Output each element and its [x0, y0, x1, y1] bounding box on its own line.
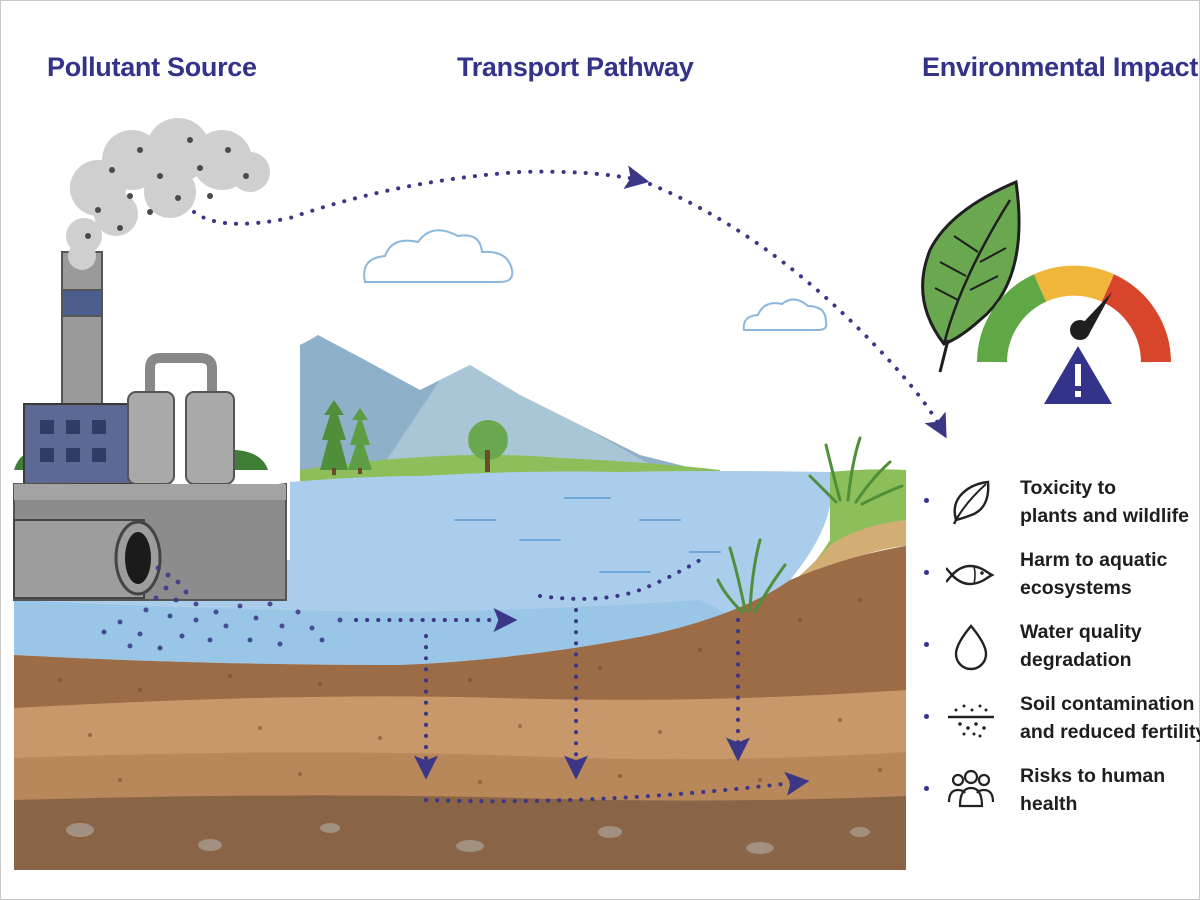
groundwater-arrow — [424, 771, 810, 804]
air-deposition-arrow — [648, 182, 947, 439]
warning-icon — [1044, 346, 1112, 404]
cloud-small — [742, 298, 828, 331]
impact-line-1: Harm to aquatic — [1020, 549, 1168, 571]
smoke-cloud — [66, 118, 270, 270]
impact-line-1: Water quality — [1020, 621, 1142, 643]
leaf-illustration — [921, 179, 1021, 373]
heading-environmental-impact: Environmental Impact — [922, 52, 1199, 82]
trees — [320, 400, 508, 478]
impact-line-1: Soil contamination — [1020, 693, 1195, 715]
fish-icon — [946, 564, 995, 586]
mountains — [300, 335, 700, 470]
impact-bullet — [924, 642, 929, 647]
impact-line-2: plants and wildlife — [1020, 505, 1190, 527]
people-icon — [947, 769, 995, 808]
impact-line-2: health — [1020, 793, 1078, 815]
soil-layers — [14, 546, 906, 870]
heading-transport-pathway: Transport Pathway — [457, 52, 694, 82]
soil-particles-icon — [948, 704, 994, 738]
impact-bullet — [924, 714, 929, 719]
impact-gauge — [977, 265, 1171, 363]
impact-item-water-quality: Water quality degradation — [1020, 618, 1142, 674]
impact-item-soil: Soil contamination and reduced fertility — [1020, 690, 1200, 746]
impact-line-2: and reduced fertility — [1020, 721, 1200, 743]
impact-bullet — [924, 498, 929, 503]
impact-item-human-health: Risks to human health — [1020, 762, 1165, 818]
reeds — [716, 436, 904, 614]
factory — [13, 251, 287, 601]
impact-line-2: ecosystems — [1020, 577, 1132, 599]
right-riverbank — [740, 469, 906, 620]
impact-item-aquatic: Harm to aquatic ecosystems — [1020, 546, 1167, 602]
impact-bullet — [924, 786, 929, 791]
transport-arrows — [192, 165, 947, 804]
effluent-plume — [101, 565, 343, 651]
impact-line-1: Toxicity to — [1020, 477, 1117, 499]
impact-line-2: degradation — [1020, 649, 1132, 671]
upstream-water-arrow — [538, 558, 702, 601]
leaf-icon — [952, 480, 990, 525]
impact-item-toxicity: Toxicity to plants and wildlife — [1020, 474, 1189, 530]
impact-bullet — [924, 570, 929, 575]
cloud-large — [363, 229, 514, 283]
heading-pollutant-source: Pollutant Source — [47, 52, 257, 82]
air-pathway-arrow — [192, 165, 650, 226]
water-drop-icon — [954, 624, 988, 671]
impact-line-1: Risks to human — [1020, 765, 1166, 787]
